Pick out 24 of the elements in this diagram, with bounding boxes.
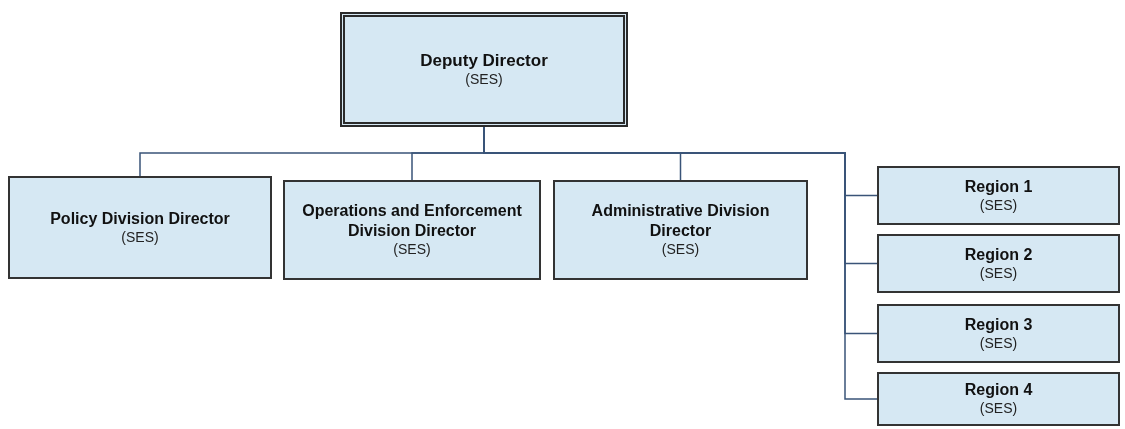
- grade-label: (SES): [661, 241, 700, 259]
- grade-label: (SES): [979, 400, 1018, 418]
- role-title: Region 3: [964, 314, 1033, 335]
- role-title: Region 2: [964, 244, 1033, 265]
- org-box: [877, 372, 1120, 426]
- grade-label: (SES): [979, 196, 1018, 215]
- org-box: [553, 180, 808, 280]
- grade-label: (SES): [979, 334, 1018, 353]
- grade-label: (SES): [393, 241, 431, 259]
- role-title: Deputy Director: [420, 50, 548, 72]
- role-title: Region 1: [964, 176, 1033, 197]
- role-title: Policy Division Director: [50, 208, 230, 229]
- org-box: [877, 166, 1120, 225]
- role-title: Region 4: [964, 380, 1033, 401]
- org-box: [340, 12, 628, 127]
- org-box: [877, 304, 1120, 363]
- grade-label: (SES): [465, 71, 503, 89]
- grade-label: (SES): [121, 228, 159, 247]
- role-title: Administrative Division Director: [590, 201, 771, 242]
- role-title: Operations and Enforcement Division Director: [301, 201, 523, 242]
- org-box: [283, 180, 541, 280]
- grade-label: (SES): [979, 264, 1018, 283]
- org-box: [8, 176, 272, 279]
- org-box: [877, 234, 1120, 293]
